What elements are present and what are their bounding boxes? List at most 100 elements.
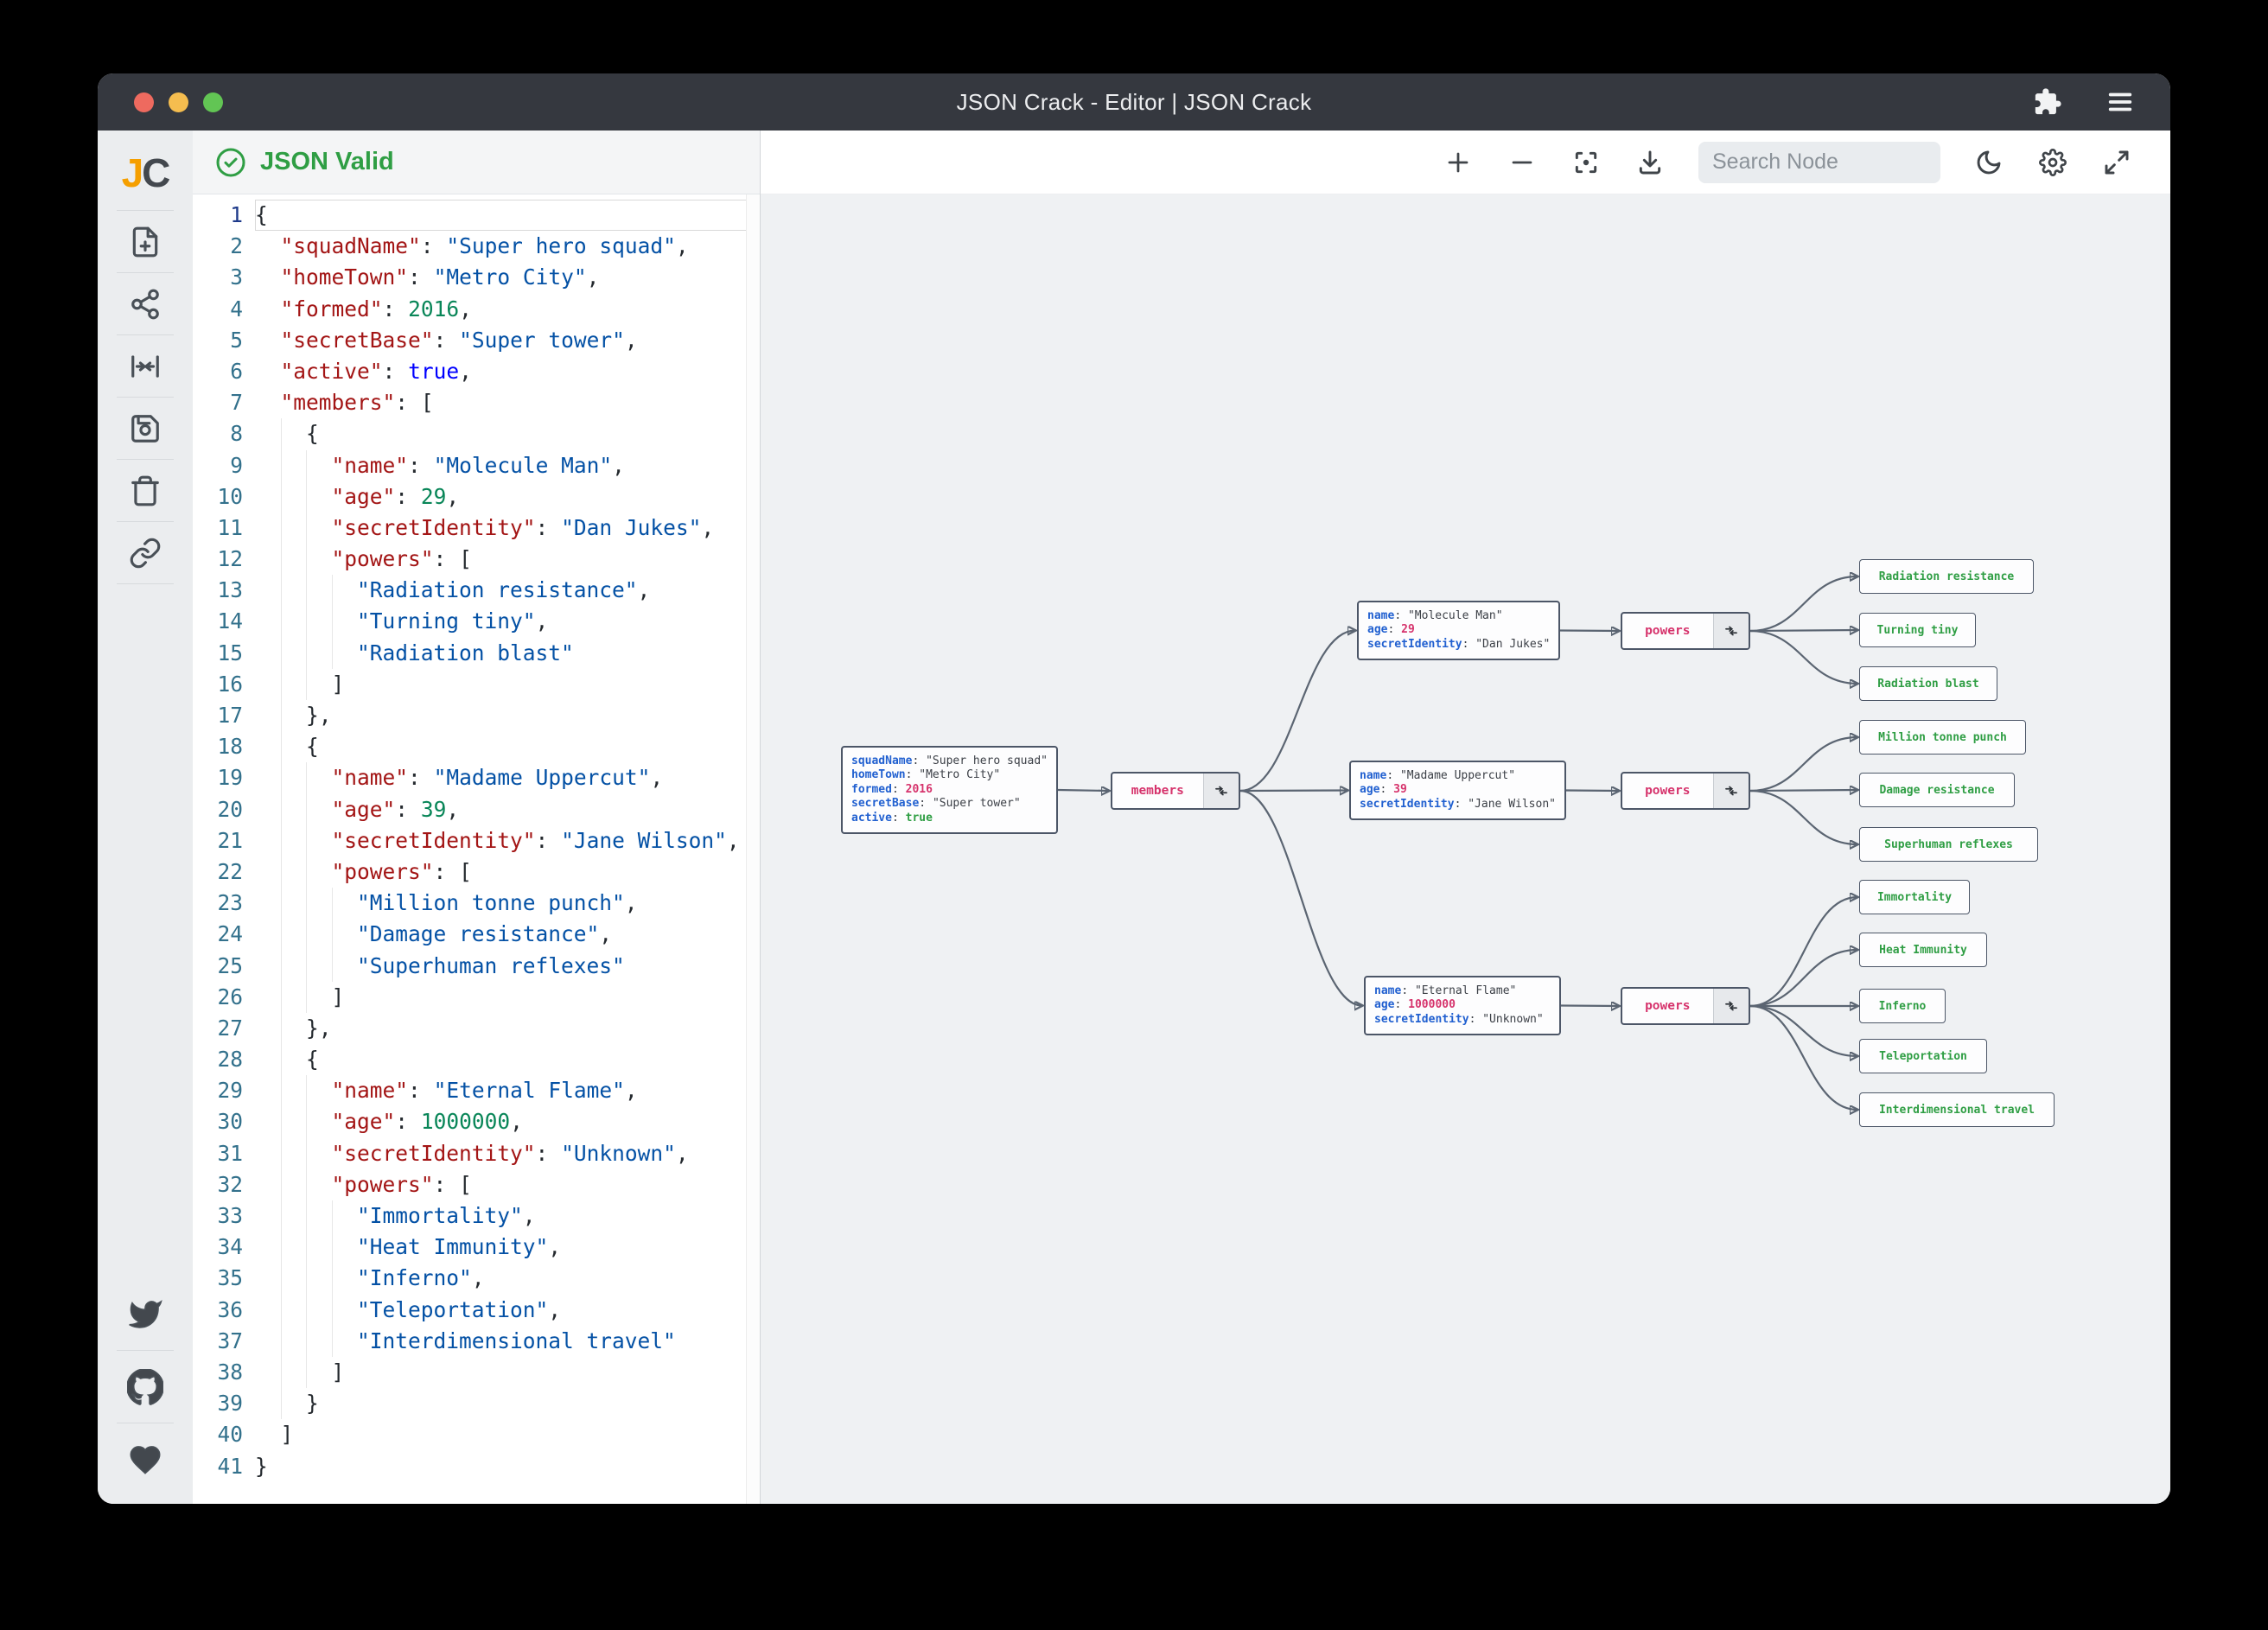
node-l11[interactable]: Interdimensional travel — [1859, 1092, 2055, 1127]
twitter-icon[interactable] — [98, 1278, 193, 1350]
code-line[interactable]: 1{ — [193, 200, 760, 231]
link-icon[interactable] — [98, 522, 193, 583]
code-line[interactable]: 32 "powers": [ — [193, 1168, 760, 1200]
code-line[interactable]: 5 "secretBase": "Super tower", — [193, 325, 760, 356]
graph-edge — [1749, 790, 1857, 791]
focus-icon[interactable] — [1570, 147, 1602, 178]
code-line[interactable]: 17 }, — [193, 700, 760, 732]
code-line[interactable]: 2 "squadName": "Super hero squad", — [193, 231, 760, 262]
code-line[interactable]: 13 "Radiation resistance", — [193, 575, 760, 607]
graph-canvas[interactable]: squadName: "Super hero squad"homeTown: "… — [761, 194, 2170, 1504]
code-line[interactable]: 38 ] — [193, 1356, 760, 1389]
code-line[interactable]: 6 "active": true, — [193, 356, 760, 387]
code-line[interactable]: 35 "Inferno", — [193, 1263, 760, 1295]
node-l1[interactable]: Radiation resistance — [1859, 559, 2034, 594]
code-line[interactable]: 3 "homeTown": "Metro City", — [193, 262, 760, 293]
jsoncrack-logo[interactable]: JC — [121, 150, 171, 195]
code-line[interactable]: 28 { — [193, 1044, 760, 1076]
code-line[interactable]: 18 { — [193, 731, 760, 763]
code-line[interactable]: 14 "Turning tiny", — [193, 606, 760, 638]
code-line[interactable]: 8 { — [193, 418, 760, 450]
code-line[interactable]: 36 "Teleportation", — [193, 1294, 760, 1326]
code-line[interactable]: 33 "Immortality", — [193, 1200, 760, 1232]
node-field: name: "Madame Uppercut" — [1360, 769, 1516, 782]
code-line[interactable]: 25 "Superhuman reflexes" — [193, 950, 760, 982]
collapse-node-icon[interactable] — [1712, 614, 1749, 648]
collapse-width-icon[interactable] — [98, 335, 193, 397]
code-line[interactable]: 19 "name": "Madame Uppercut", — [193, 762, 760, 794]
minimize-button[interactable] — [169, 92, 188, 112]
close-button[interactable] — [134, 92, 154, 112]
code-line[interactable]: 9 "name": "Molecule Man", — [193, 449, 760, 481]
node-root[interactable]: squadName: "Super hero squad"homeTown: "… — [841, 746, 1058, 835]
code-line[interactable]: 31 "secretIdentity": "Unknown", — [193, 1137, 760, 1169]
code-line[interactable]: 15 "Radiation blast" — [193, 637, 760, 669]
node-l10[interactable]: Teleportation — [1859, 1039, 1987, 1073]
code-line[interactable]: 7 "members": [ — [193, 387, 760, 418]
node-p3[interactable]: powers — [1621, 987, 1750, 1025]
code-line[interactable]: 30 "age": 1000000, — [193, 1106, 760, 1138]
line-number: 14 — [217, 608, 243, 634]
node-label: members — [1131, 784, 1184, 798]
code-line[interactable]: 27 }, — [193, 1012, 760, 1045]
line-number: 31 — [217, 1140, 243, 1166]
code-line[interactable]: 11 "secretIdentity": "Dan Jukes", — [193, 512, 760, 544]
code-line[interactable]: 24 "Damage resistance", — [193, 919, 760, 951]
code-line[interactable]: 20 "age": 39, — [193, 793, 760, 825]
collapse-node-icon[interactable] — [1202, 774, 1239, 808]
collapse-node-icon[interactable] — [1712, 989, 1749, 1023]
line-number: 35 — [217, 1265, 243, 1291]
node-l8[interactable]: Heat Immunity — [1859, 933, 1987, 967]
node-l9[interactable]: Inferno — [1859, 989, 1946, 1023]
node-field: name: "Molecule Man" — [1367, 609, 1503, 622]
code-line[interactable]: 37 "Interdimensional travel" — [193, 1325, 760, 1357]
search-node-input[interactable] — [1712, 150, 1991, 175]
node-l4[interactable]: Million tonne punch — [1859, 720, 2026, 755]
code-line[interactable]: 23 "Million tonne punch", — [193, 888, 760, 920]
code-line[interactable]: 4 "formed": 2016, — [193, 294, 760, 325]
zoom-in-icon[interactable] — [1443, 147, 1474, 178]
heart-icon[interactable] — [98, 1423, 193, 1495]
code-line[interactable]: 41} — [193, 1451, 760, 1482]
code-line[interactable]: 16 ] — [193, 668, 760, 700]
code-line[interactable]: 26 ] — [193, 981, 760, 1013]
node-p2[interactable]: powers — [1621, 772, 1750, 810]
code-line[interactable]: 21 "secretIdentity": "Jane Wilson", — [193, 825, 760, 856]
settings-icon[interactable] — [2037, 147, 2068, 178]
divider — [117, 272, 174, 273]
github-icon[interactable] — [98, 1351, 193, 1423]
code-line[interactable]: 10 "age": 29, — [193, 481, 760, 513]
json-code-editor[interactable]: 1{2 "squadName": "Super hero squad",3 "h… — [193, 194, 760, 1504]
code-line[interactable]: 29 "name": "Eternal Flame", — [193, 1075, 760, 1107]
node-l7[interactable]: Immortality — [1859, 880, 1970, 914]
extension-icon[interactable] — [2032, 86, 2063, 118]
code-line[interactable]: 39 } — [193, 1388, 760, 1420]
editor-scrollbar[interactable] — [746, 194, 760, 1504]
delete-icon[interactable] — [98, 460, 193, 521]
save-icon[interactable] — [98, 398, 193, 459]
traffic-lights — [134, 73, 223, 131]
code-line[interactable]: 34 "Heat Immunity", — [193, 1232, 760, 1264]
node-members[interactable]: members — [1111, 772, 1240, 810]
node-p1[interactable]: powers — [1621, 612, 1750, 650]
dark-mode-icon[interactable] — [1973, 147, 2004, 178]
node-l6[interactable]: Superhuman reflexes — [1859, 827, 2038, 862]
node-l3[interactable]: Radiation blast — [1859, 666, 1997, 701]
code-line[interactable]: 12 "powers": [ — [193, 544, 760, 576]
zoom-out-icon[interactable] — [1507, 147, 1538, 178]
code-line[interactable]: 40 ] — [193, 1419, 760, 1450]
code-line[interactable]: 22 "powers": [ — [193, 856, 760, 888]
collapse-node-icon[interactable] — [1712, 774, 1749, 808]
fullscreen-icon[interactable] — [2101, 147, 2132, 178]
zoom-button[interactable] — [203, 92, 223, 112]
download-icon[interactable] — [1634, 147, 1666, 178]
node-l5[interactable]: Damage resistance — [1859, 773, 2015, 807]
graph-view-icon[interactable] — [98, 273, 193, 334]
line-number: 29 — [217, 1078, 243, 1104]
new-document-icon[interactable] — [98, 211, 193, 272]
menu-icon[interactable] — [2105, 86, 2136, 118]
node-l2[interactable]: Turning tiny — [1859, 613, 1976, 647]
